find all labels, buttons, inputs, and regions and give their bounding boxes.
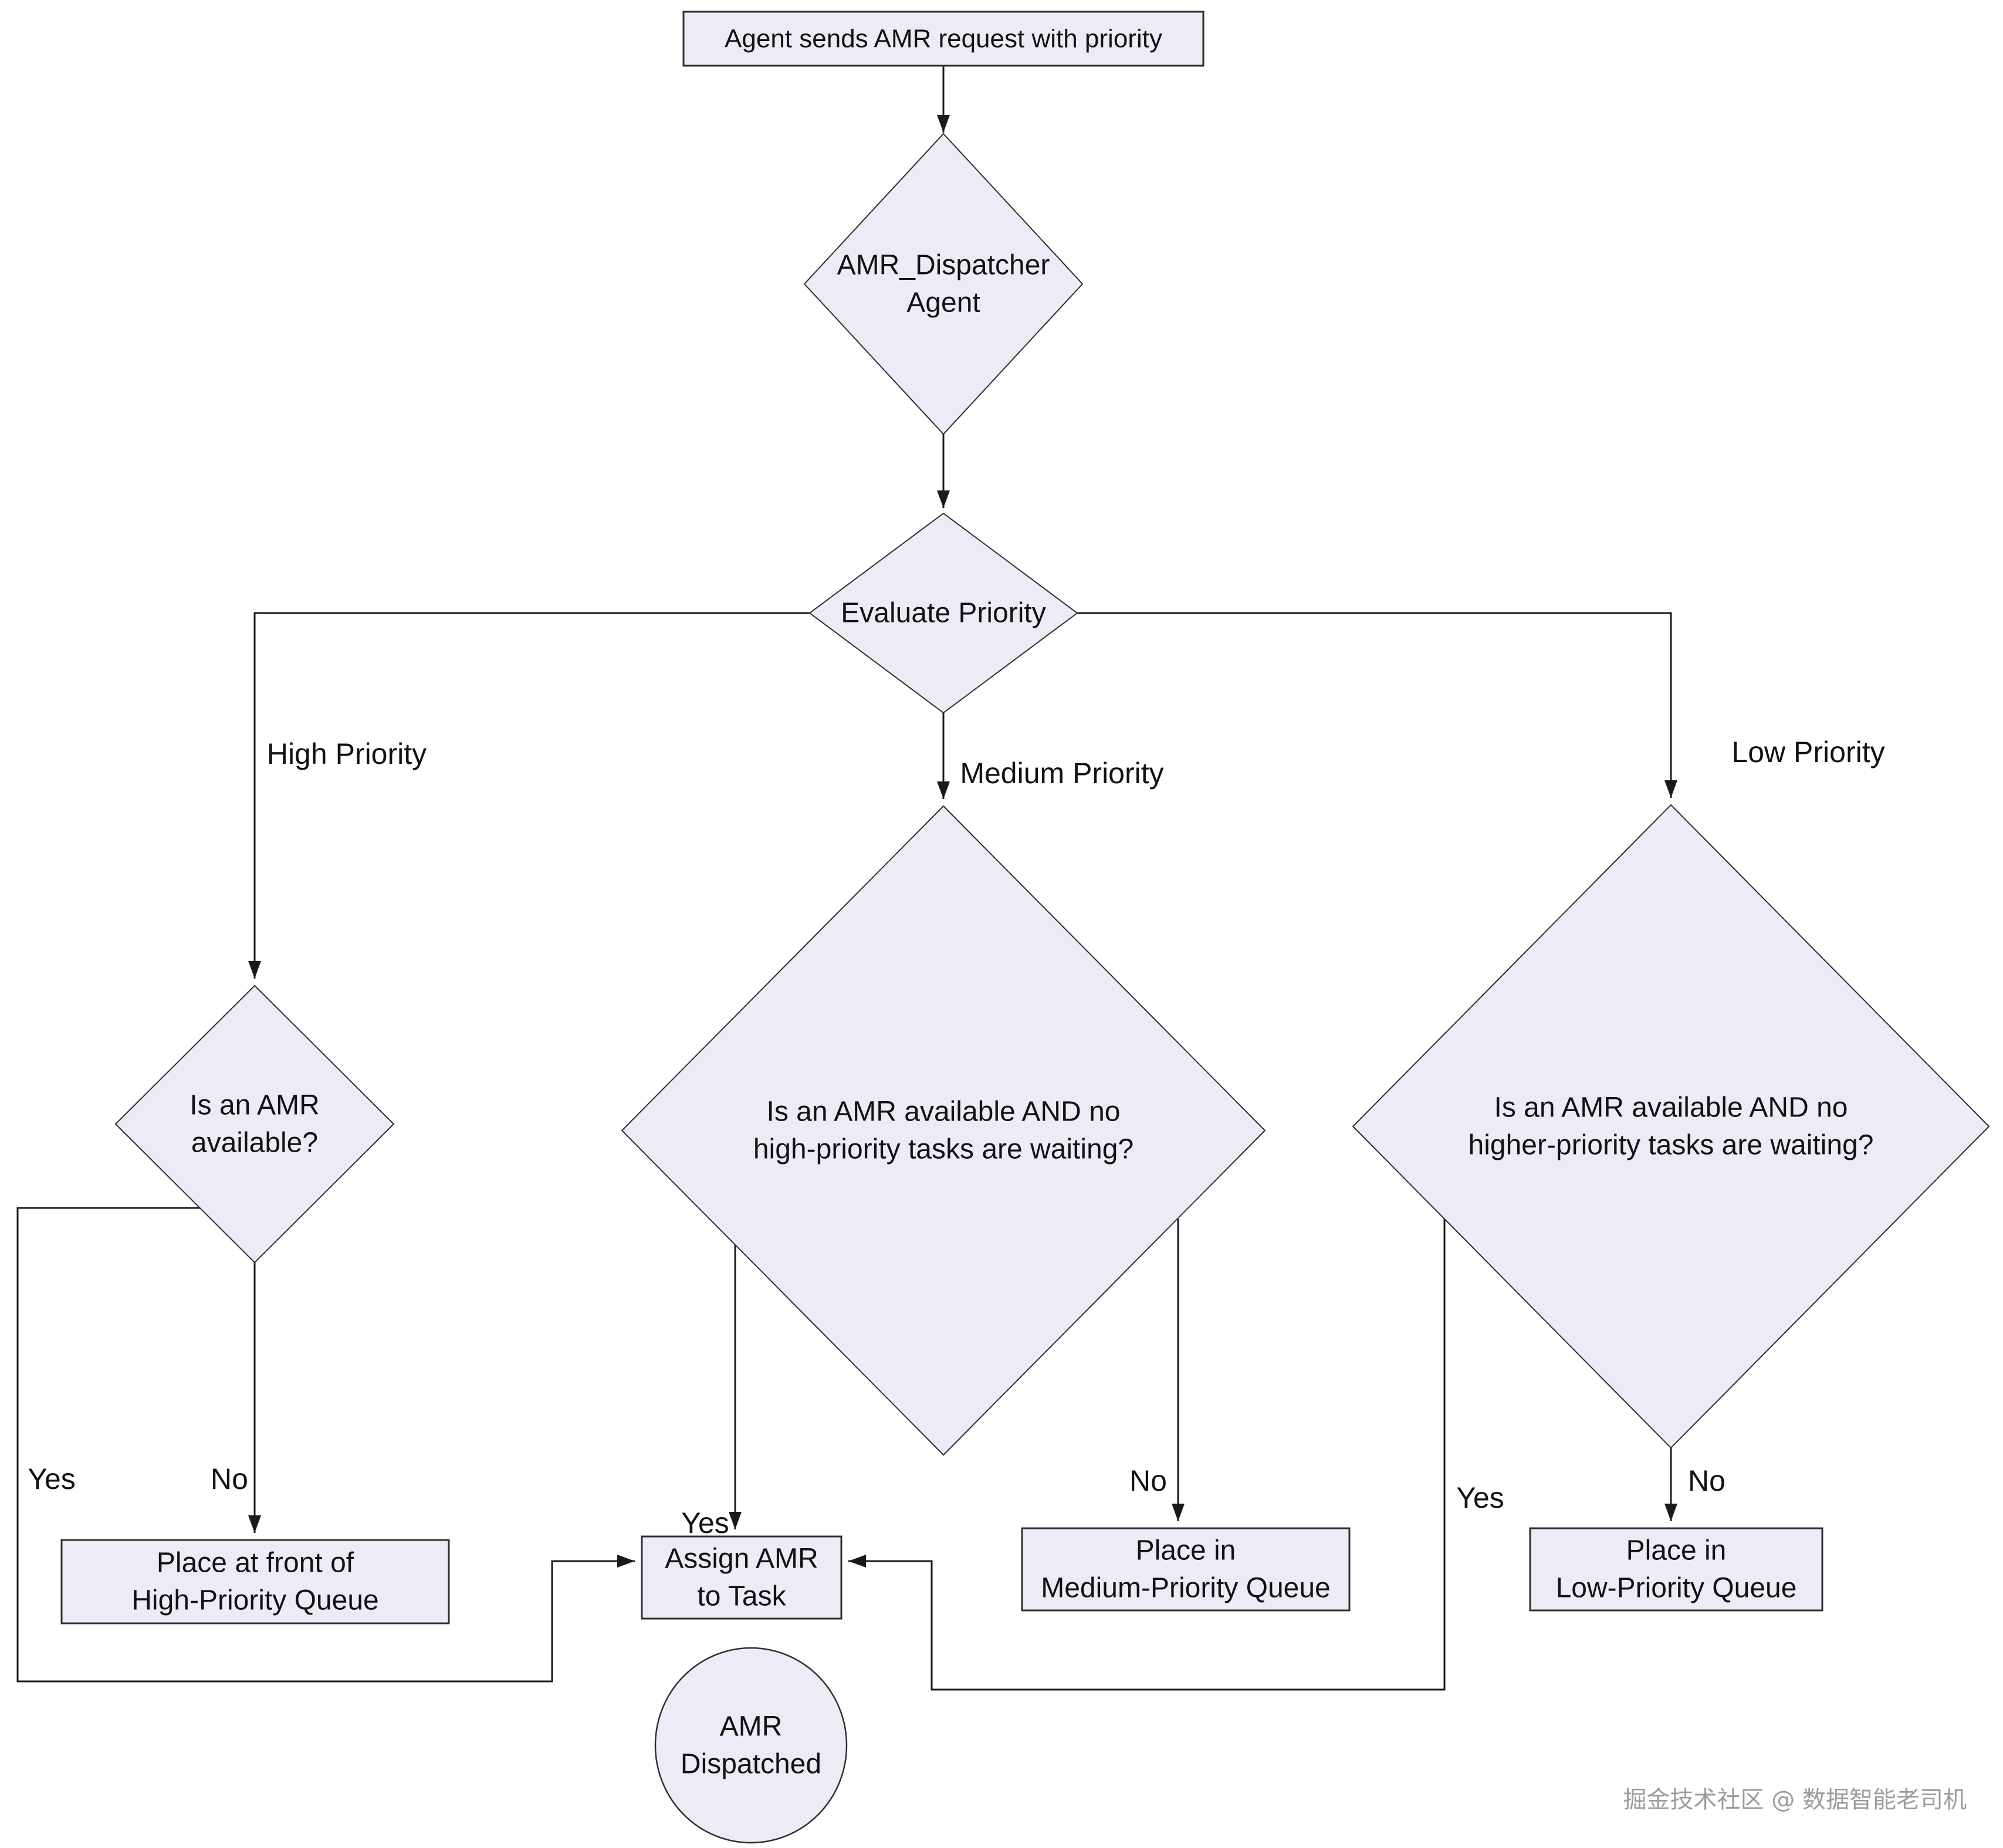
edge-evaluate-to-right [1077,612,1677,798]
edge-right-no [1664,1448,1677,1521]
node-start: Agent sends AMR request with priority [682,11,1204,67]
start-rect-shape [682,11,1204,67]
watermark-text: 掘金技术社区 @ 数据智能老司机 [1623,1786,1967,1813]
node-place-low-queue: Place in Low-Priority Queue [1529,1527,1823,1612]
arrowhead-icon [937,781,950,799]
node-evaluate-priority: Evaluate Priority [808,512,1078,714]
edge-line-left-yes [16,1207,635,1683]
edge-label-yes-right: Yes [1456,1481,1504,1514]
arrowhead-icon [1664,1504,1677,1521]
edge-label-medium-priority: Medium Priority [960,757,1163,790]
arrowhead-icon [937,115,950,133]
arrowhead-icon [848,1555,866,1568]
node-label-start-line1: Agent sends AMR request with priority [725,25,1162,53]
edge-evaluate-to-left [248,612,810,979]
node-label-amr-available-no-higher-line2: higher-priority tasks are waiting? [1469,1130,1874,1161]
node-place-medium-queue: Place in Medium-Priority Queue [1021,1527,1351,1612]
node-label-amr-available-line2: available? [191,1128,318,1159]
edge-line-evaluate-to-left [253,612,810,979]
edge-label-no-right: No [1688,1464,1725,1497]
edge-label-low-priority: Low Priority [1731,736,1884,769]
evaluate-priority-diamond-shape [808,512,1078,714]
node-label-assign-amr-line1: Assign AMR [665,1544,818,1575]
arrowhead-icon [617,1555,635,1568]
edge-left-yes [16,1207,635,1683]
assign-amr-rect-shape [641,1535,843,1620]
edge-evaluate-to-mid [937,713,950,799]
place-front-high-queue-rect-shape [60,1539,450,1624]
node-label-place-medium-queue-line1: Place in [1136,1535,1236,1566]
node-label-amr-available-no-high-line1: Is an AMR available AND no [767,1096,1121,1128]
edge-right-yes [848,1219,1446,1691]
arrowhead-icon [1664,780,1677,798]
arrowhead-icon [1172,1504,1185,1521]
edge-line-evaluate-to-right [1077,612,1672,798]
arrowhead-icon [248,961,261,979]
dispatcher-agent-diamond-shape [803,133,1084,435]
arrowhead-icon [248,1515,261,1533]
node-label-assign-amr-line2: to Task [697,1581,786,1612]
node-label-amr-available-no-high-line2: high-priority tasks are waiting? [753,1134,1134,1165]
place-low-queue-rect-shape [1529,1527,1823,1612]
amr-available-diamond-shape [114,984,395,1264]
amr-available-no-higher-diamond-shape [1352,804,1990,1449]
node-label-dispatcher-agent-line1: AMR_Dispatcher [837,250,1050,281]
node-amr-available: Is an AMR available? [114,984,395,1264]
edge-start-to-dispatcher [937,66,950,133]
edge-dispatcher-to-evaluate [937,434,950,508]
node-label-amr-dispatched-line2: Dispatched [681,1749,821,1780]
edge-label-no-mid: No [1129,1464,1167,1497]
amr-available-no-high-diamond-shape [621,805,1266,1456]
node-amr-available-no-higher: Is an AMR available AND no higher-priorit… [1352,804,1990,1449]
node-label-evaluate-priority-line1: Evaluate Priority [841,598,1046,629]
arrowhead-icon [937,490,950,508]
edge-label-high-priority: High Priority [267,737,427,770]
node-label-place-low-queue-line1: Place in [1626,1535,1727,1566]
edge-mid-no [1172,1219,1185,1521]
node-label-dispatcher-agent-line2: Agent [906,287,980,319]
node-amr-available-no-high: Is an AMR available AND no high-priority … [621,805,1266,1456]
node-label-amr-available-line1: Is an AMR [190,1090,319,1121]
node-label-place-medium-queue-line2: Medium-Priority Queue [1041,1573,1331,1604]
arrowhead-icon [729,1512,742,1529]
node-label-amr-available-no-higher-line1: Is an AMR available AND no [1494,1092,1848,1123]
edge-label-no-left: No [211,1463,248,1495]
place-medium-queue-rect-shape [1021,1527,1351,1612]
node-label-place-low-queue-line2: Low-Priority Queue [1556,1573,1797,1604]
edge-mid-yes [729,1244,742,1529]
amr-dispatched-ellipse-shape [654,1647,848,1844]
node-label-place-front-high-queue-line2: High-Priority Queue [131,1585,379,1616]
edge-label-yes-mid: Yes [681,1507,729,1539]
node-assign-amr: Assign AMR to Task [641,1535,843,1620]
node-label-place-front-high-queue-line1: Place at front of [157,1548,354,1579]
node-place-front-high-queue: Place at front of High-Priority Queue [60,1539,450,1624]
edge-label-yes-left: Yes [28,1463,76,1495]
node-amr-dispatched: AMR Dispatched [654,1647,848,1844]
node-label-amr-dispatched-line1: AMR [720,1711,783,1742]
edge-left-no [248,1263,261,1533]
edge-line-right-yes [848,1219,1446,1691]
